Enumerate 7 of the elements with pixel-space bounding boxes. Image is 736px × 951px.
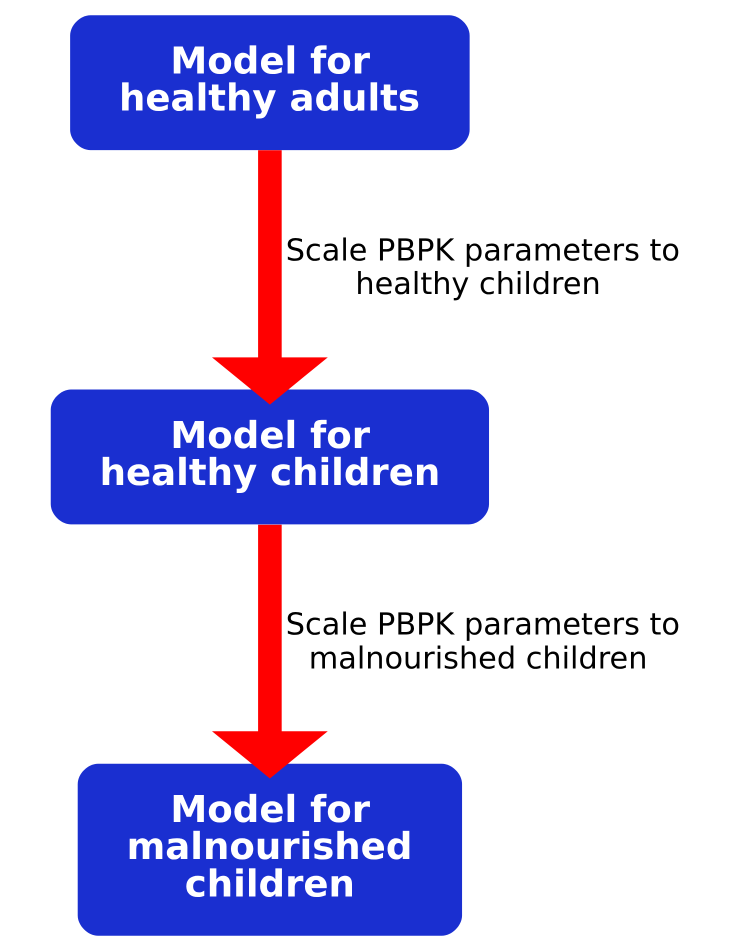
node-box: Model for healthy adults bbox=[70, 15, 470, 150]
arrow bbox=[212, 524, 328, 778]
arrow bbox=[212, 150, 328, 405]
edge-label: Scale PBPK parameters to malnourished children bbox=[285, 608, 680, 676]
node-box: Model for healthy children bbox=[50, 390, 489, 524]
edge-label: Scale PBPK parameters to healthy children bbox=[285, 233, 680, 302]
node-box: Model for malnourished children bbox=[77, 764, 462, 936]
